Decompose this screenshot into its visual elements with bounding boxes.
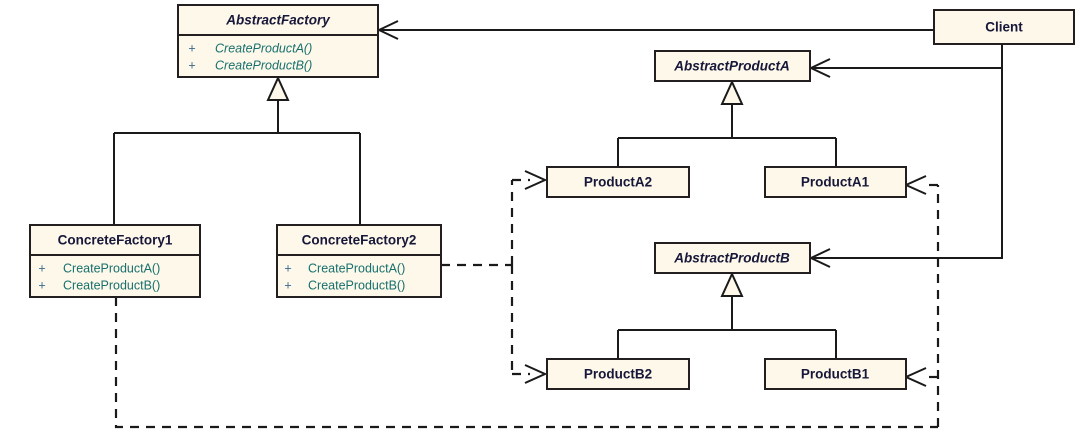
edge-client-to-abstract-factory[interactable] [376,20,934,40]
edge-products-b-to-abstract-product-b[interactable] [617,271,837,359]
class-title-product-a1: ProductA1 [801,175,870,190]
visibility-marker: + [284,261,291,275]
class-title-client: Client [985,20,1023,35]
class-box-product-b1[interactable]: ProductB1 [764,358,907,390]
edges-layer [113,20,1003,429]
edge-products-a-to-abstract-product-a[interactable] [617,79,837,167]
method-create-product-a: CreateProductA() [215,41,312,55]
class-box-concrete-factory-2[interactable]: ConcreteFactory2 + CreateProductA() + Cr… [276,224,442,298]
class-box-client[interactable]: Client [933,9,1075,45]
class-box-abstract-product-a[interactable]: AbstractProductA [654,50,811,82]
class-box-concrete-factory-1[interactable]: ConcreteFactory1 + CreateProductA() + Cr… [29,224,201,298]
class-title-concrete-factory-1: ConcreteFactory1 [58,233,173,248]
visibility-marker: + [284,278,291,292]
class-title-product-b1: ProductB1 [801,367,870,382]
visibility-marker: + [38,278,45,292]
method-create-product-a: CreateProductA() [308,261,405,275]
method-create-product-b: CreateProductB() [215,58,312,72]
visibility-marker: + [188,41,195,55]
class-box-abstract-factory[interactable]: AbstractFactory + CreateProductA() + Cre… [177,4,379,78]
visibility-marker: + [38,261,45,275]
edge-concrete-factories-to-abstract-factory[interactable] [113,75,361,225]
class-title-product-b2: ProductB2 [584,367,652,382]
edge-client-to-abstract-product-b[interactable] [808,44,1003,268]
class-title-abstract-product-b: AbstractProductB [673,251,790,266]
method-create-product-b: CreateProductB() [308,278,405,292]
method-create-product-a: CreateProductA() [63,261,160,275]
class-box-abstract-product-b[interactable]: AbstractProductB [654,242,811,274]
class-box-product-b2[interactable]: ProductB2 [546,358,690,390]
class-title-abstract-factory: AbstractFactory [225,13,331,28]
edge-concrete-factory-1-dependencies[interactable] [114,175,940,429]
class-title-concrete-factory-2: ConcreteFactory2 [302,233,417,248]
method-create-product-b: CreateProductB() [63,278,160,292]
class-title-abstract-product-a: AbstractProductA [673,59,790,74]
edge-concrete-factory-2-dependencies[interactable] [441,170,548,384]
class-box-product-a1[interactable]: ProductA1 [764,166,907,198]
edge-client-to-abstract-product-a[interactable] [808,44,1003,78]
visibility-marker: + [188,58,195,72]
class-box-product-a2[interactable]: ProductA2 [546,166,690,198]
class-title-product-a2: ProductA2 [584,175,652,190]
